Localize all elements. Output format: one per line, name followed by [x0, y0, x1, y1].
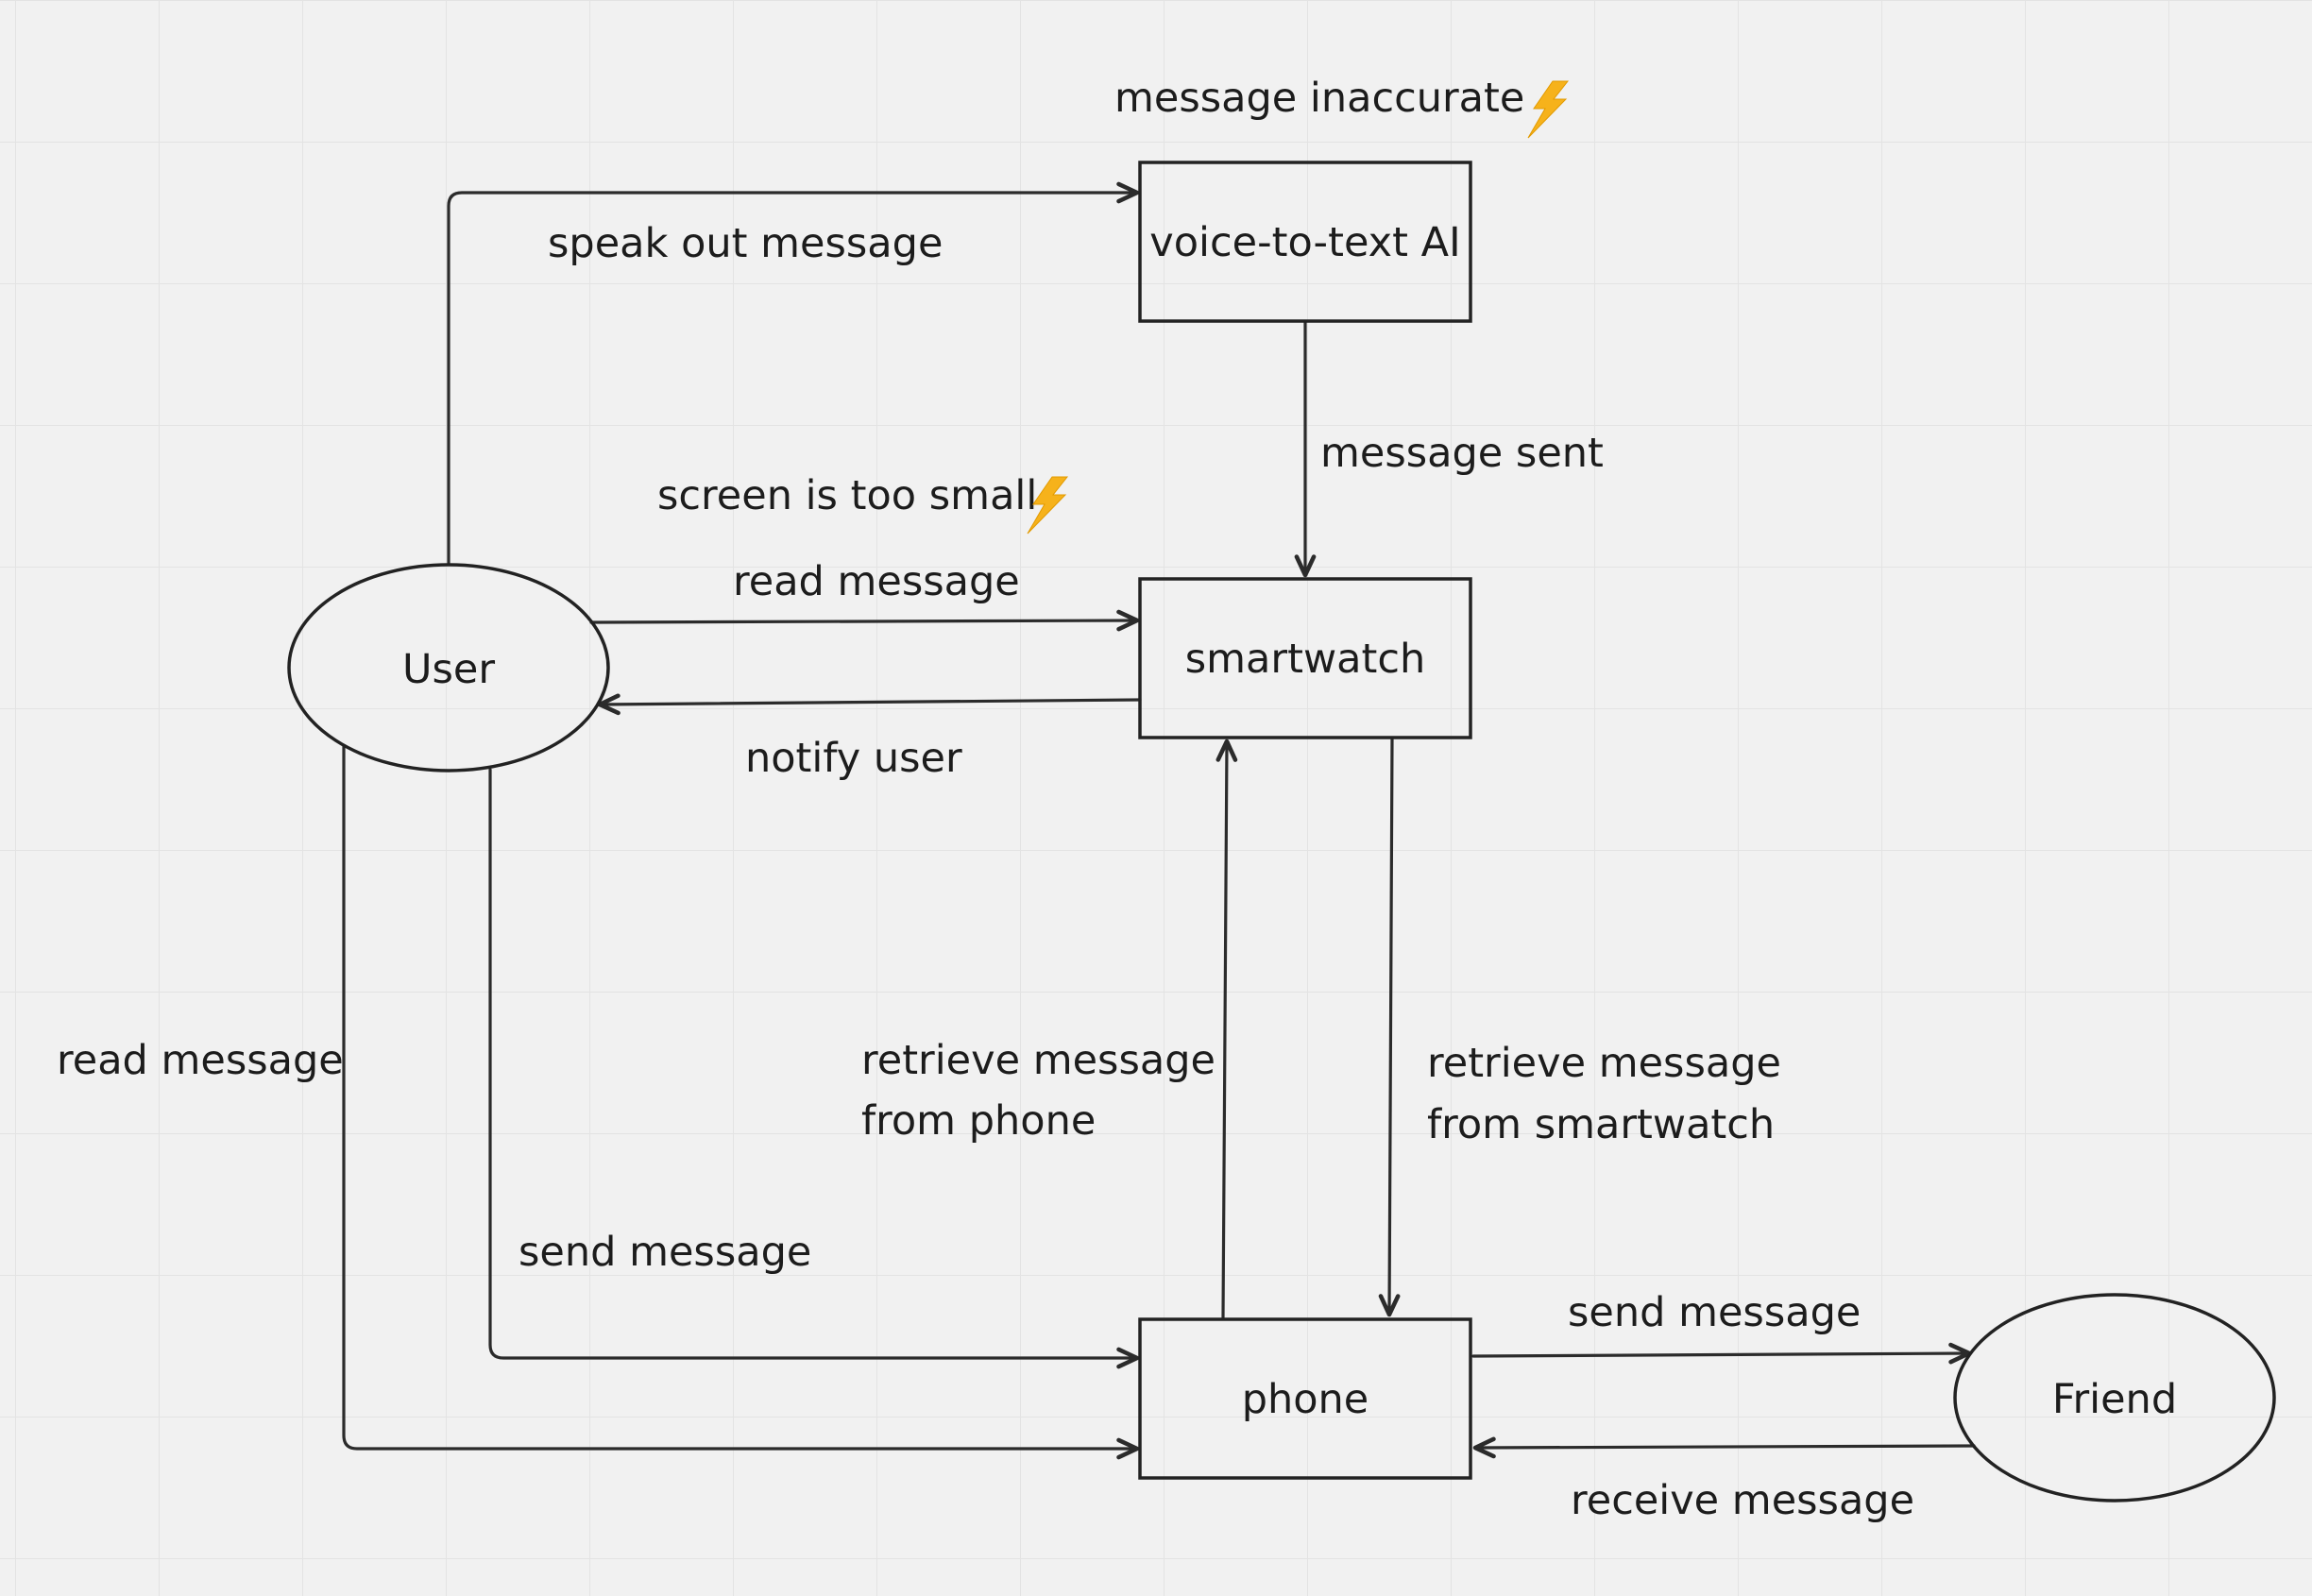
edge-user-to-smartwatch[interactable]	[589, 609, 1140, 632]
node-user-label: User	[402, 646, 495, 693]
label-notify-user: notify user	[745, 735, 962, 782]
node-smartwatch-label: smartwatch	[1185, 636, 1425, 683]
edge-user-to-phone-read[interactable]	[342, 744, 1140, 1460]
label-retrieve-from-phone-line2: from phone	[861, 1097, 1096, 1145]
node-friend[interactable]: Friend	[1953, 1293, 2276, 1503]
label-send-message-user: send message	[518, 1229, 811, 1276]
node-phone-label: phone	[1242, 1376, 1369, 1423]
pain-point-message-inaccurate: message inaccurate	[1114, 75, 1524, 122]
node-voice-ai-label: voice-to-text AI	[1149, 219, 1460, 266]
label-speak-out-message: speak out message	[548, 220, 943, 267]
label-message-sent: message sent	[1320, 430, 1604, 477]
edge-user-to-voice-ai[interactable]	[447, 181, 1140, 565]
edge-user-to-phone-send[interactable]	[488, 768, 1140, 1369]
edge-friend-to-phone[interactable]	[1472, 1436, 1976, 1459]
node-user[interactable]: User	[287, 563, 610, 773]
edge-phone-to-friend[interactable]	[1471, 1342, 1972, 1365]
node-smartwatch[interactable]: smartwatch	[1138, 577, 1472, 739]
node-phone[interactable]: phone	[1138, 1317, 1472, 1480]
edge-phone-to-smartwatch[interactable]	[1216, 739, 1238, 1319]
node-voice-to-text-ai[interactable]: voice-to-text AI	[1138, 161, 1472, 323]
label-retrieve-from-watch-line2: from smartwatch	[1427, 1101, 1775, 1148]
label-read-message-phone: read message	[57, 1037, 344, 1084]
label-send-message-friend: send message	[1568, 1289, 1861, 1336]
label-receive-message: receive message	[1571, 1477, 1914, 1524]
edge-smartwatch-to-user[interactable]	[597, 693, 1142, 716]
label-read-message-watch: read message	[733, 558, 1020, 605]
label-retrieve-from-phone-line1: retrieve message	[861, 1037, 1216, 1084]
node-friend-label: Friend	[2052, 1376, 2177, 1423]
lightning-bolt-icon	[1527, 80, 1570, 139]
lightning-bolt-icon	[1027, 476, 1069, 535]
pain-point-screen-too-small: screen is too small	[657, 472, 1037, 519]
label-retrieve-from-watch-line1: retrieve message	[1427, 1040, 1781, 1087]
edge-smartwatch-to-phone[interactable]	[1378, 737, 1401, 1317]
